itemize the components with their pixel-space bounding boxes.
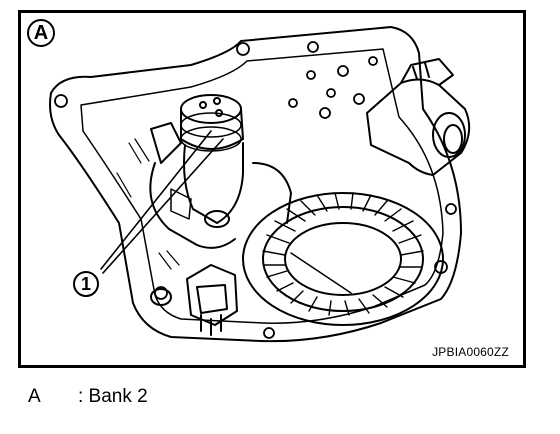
bearing-cage <box>242 192 444 326</box>
image-code: JPBIA0060ZZ <box>432 345 509 359</box>
bolt-holes <box>54 41 457 339</box>
diagram-frame: A 1 JPBIA0060ZZ <box>18 10 526 368</box>
callout-leaders <box>100 130 224 274</box>
actuator-body <box>366 58 471 176</box>
solenoid-valve <box>149 94 292 249</box>
legend-key: A <box>28 386 41 407</box>
callout-1-marker: 1 <box>73 271 99 297</box>
valve-timing-control-cover-illustration <box>49 26 471 343</box>
sensor-connector <box>150 264 238 336</box>
legend-text: : Bank 2 <box>78 386 148 407</box>
legend-row: A : Bank 2 <box>28 386 148 408</box>
cover-outline <box>49 26 462 343</box>
shading-hatch <box>116 138 180 270</box>
view-label-badge: A <box>27 19 55 47</box>
